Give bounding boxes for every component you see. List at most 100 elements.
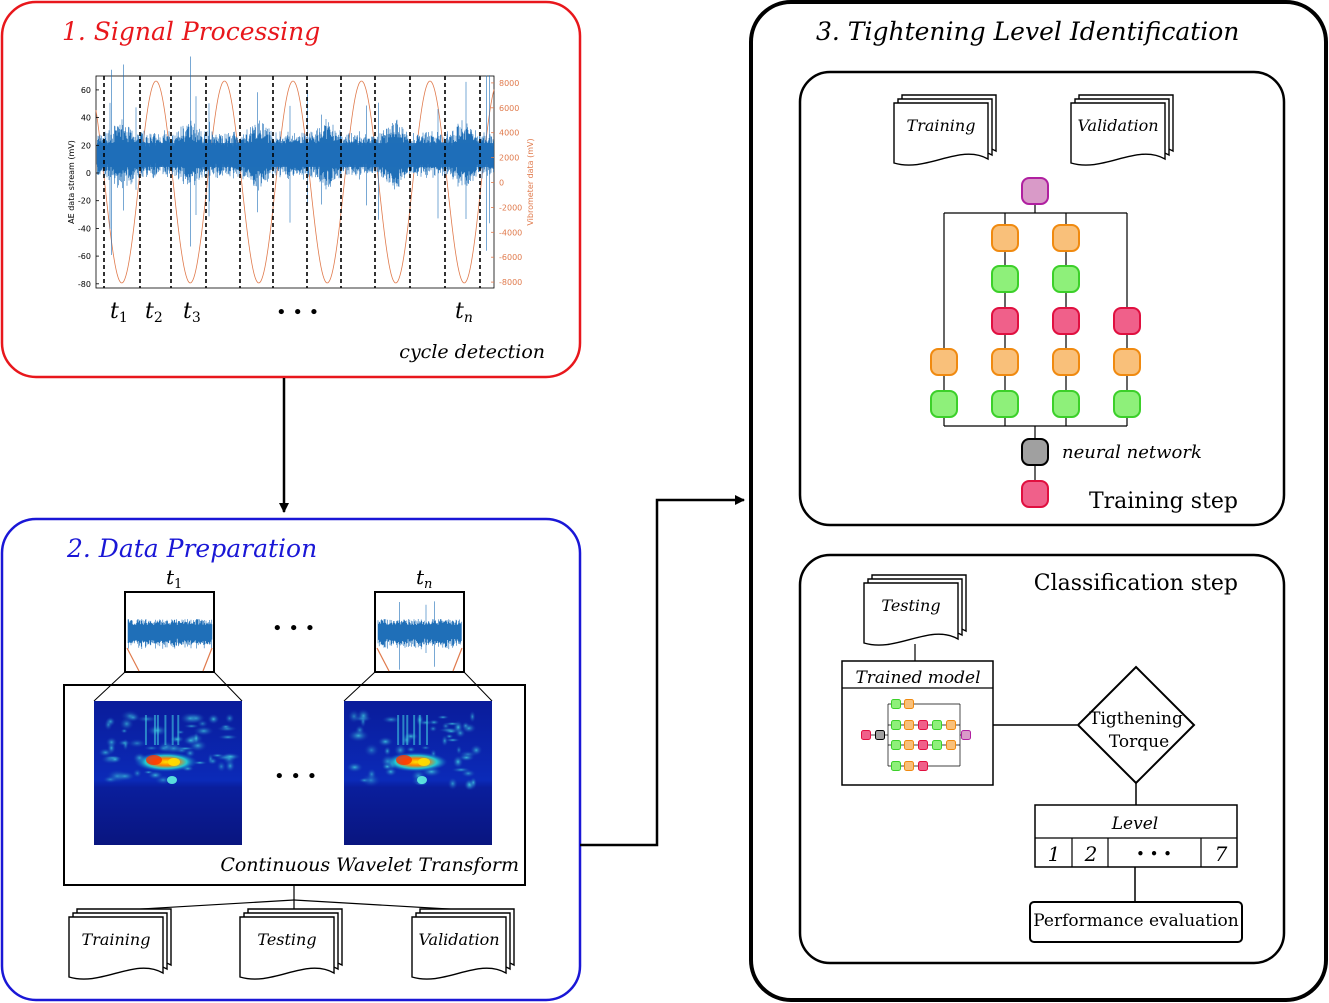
scalogram-energy bbox=[105, 736, 118, 748]
zoom-line bbox=[213, 671, 243, 702]
scalogram-streak bbox=[426, 715, 429, 745]
document-stack: Training bbox=[68, 908, 172, 980]
node-red bbox=[1021, 480, 1049, 508]
scalogram-energy bbox=[196, 719, 209, 728]
segment-trace bbox=[377, 601, 462, 670]
left-tick-label: -20 bbox=[78, 197, 91, 206]
data-preparation-title: 2. Data Preparation bbox=[66, 534, 317, 563]
training-step-panel: Training Validation neural network Traini… bbox=[798, 70, 1286, 527]
right-tick-label: -8000 bbox=[499, 278, 522, 287]
scalogram-energy bbox=[346, 762, 364, 773]
segment-vib-edge bbox=[202, 647, 213, 672]
neural-network-diagram bbox=[930, 177, 1141, 508]
level-table: Level 1 2 • • • 7 bbox=[1034, 804, 1238, 868]
document-stack: Validation bbox=[1070, 94, 1174, 166]
document-page bbox=[68, 916, 164, 980]
level-cell-ellipsis: • • • bbox=[1136, 845, 1172, 863]
identification-frame bbox=[749, 0, 1328, 1002]
right-tick-label: 0 bbox=[499, 179, 504, 188]
level-cell-2: 2 bbox=[1084, 842, 1098, 866]
scalogram-energy bbox=[436, 715, 450, 720]
trained-model-frame bbox=[841, 660, 994, 786]
scalogram-energy bbox=[347, 729, 370, 743]
document-label: Testing bbox=[257, 930, 316, 949]
node-orange bbox=[1113, 348, 1141, 376]
document-page bbox=[411, 916, 507, 980]
level-table-frame bbox=[1034, 804, 1238, 868]
document-page bbox=[239, 916, 335, 980]
training-documents: Training Validation bbox=[893, 94, 1174, 166]
zoom-line bbox=[463, 671, 493, 702]
tn-label: tn bbox=[455, 299, 473, 326]
signal-processing-panel: 1. Signal Processing 6040200-20-40-60-80… bbox=[0, 0, 582, 379]
scalogram-energy bbox=[193, 726, 214, 736]
node-orange bbox=[904, 761, 914, 771]
document-label: Testing bbox=[881, 596, 940, 615]
node-green bbox=[1052, 265, 1080, 293]
cycle-detection-caption: cycle detection bbox=[399, 341, 545, 363]
right-tick-label: -4000 bbox=[499, 228, 522, 237]
scalogram-energy bbox=[363, 743, 380, 757]
node-green bbox=[891, 720, 901, 730]
scalogram-energy bbox=[461, 721, 470, 730]
scalogram-energy bbox=[420, 745, 431, 751]
scalogram-hotspot bbox=[134, 752, 198, 772]
ae-core-band bbox=[97, 143, 493, 167]
segment-vib-edge bbox=[452, 647, 463, 672]
scalogram-streak bbox=[144, 715, 147, 745]
node-purple bbox=[961, 730, 971, 740]
document-page bbox=[863, 582, 959, 646]
neural-network-label: neural network bbox=[1062, 442, 1202, 463]
scalogram-streak bbox=[406, 715, 409, 745]
node-green bbox=[930, 390, 958, 418]
scalogram-energy bbox=[183, 723, 200, 729]
data-preparation-panel: 2. Data Preparation t1 tn • • • • • • Co… bbox=[0, 517, 582, 1002]
zoom-line bbox=[93, 671, 126, 702]
segment-signal-first bbox=[126, 619, 213, 672]
segment-tn-label: tn bbox=[416, 565, 432, 592]
scalogram-energy bbox=[156, 744, 171, 753]
scalogram-energy bbox=[347, 709, 361, 724]
node-red bbox=[918, 740, 928, 750]
scalogram-streak bbox=[402, 715, 405, 745]
node-red bbox=[861, 730, 871, 740]
scalogram-energy bbox=[443, 721, 461, 726]
document-stack: Training bbox=[893, 94, 997, 166]
scalogram-peak bbox=[167, 776, 177, 784]
left-tick-label: -60 bbox=[78, 252, 91, 261]
performance-evaluation-frame bbox=[1029, 901, 1243, 943]
scalogram-energy bbox=[219, 752, 242, 761]
scalogram-energy bbox=[216, 760, 227, 773]
segment-thumb-first bbox=[124, 591, 215, 673]
node-green bbox=[1113, 390, 1141, 418]
scalogram-energy bbox=[447, 777, 458, 791]
scalogram-energy bbox=[452, 755, 464, 769]
scalogram-energy bbox=[106, 769, 128, 783]
node-orange bbox=[991, 224, 1019, 252]
segment-vib-edge bbox=[126, 647, 140, 672]
node-red bbox=[918, 761, 928, 771]
scalogram-streak bbox=[153, 715, 156, 745]
node-green bbox=[891, 740, 901, 750]
left-tick-label: 0 bbox=[86, 169, 91, 178]
level-cell-7: 7 bbox=[1215, 842, 1228, 866]
node-green bbox=[991, 390, 1019, 418]
segment-thumb-last bbox=[374, 591, 465, 673]
right-tick-label: -6000 bbox=[499, 253, 522, 262]
vibrometer-series bbox=[95, 80, 495, 284]
scalogram-energy bbox=[418, 719, 433, 726]
right-axis-label: Vibrometer data (mV) bbox=[526, 138, 535, 225]
training-step-frame bbox=[798, 70, 1286, 527]
scalogram-energy bbox=[224, 713, 235, 724]
time-ellipsis: • • • bbox=[276, 302, 319, 323]
zoom-line bbox=[343, 671, 376, 702]
classification-step-label: Classification step bbox=[1034, 571, 1238, 596]
node-green bbox=[891, 699, 901, 709]
node-orange bbox=[904, 699, 914, 709]
decision-line-1: Tigthening bbox=[1089, 709, 1183, 729]
scalogram-energy bbox=[381, 715, 401, 724]
cycle-time-labels: t1 t2 t3 • • • tn bbox=[110, 299, 473, 326]
